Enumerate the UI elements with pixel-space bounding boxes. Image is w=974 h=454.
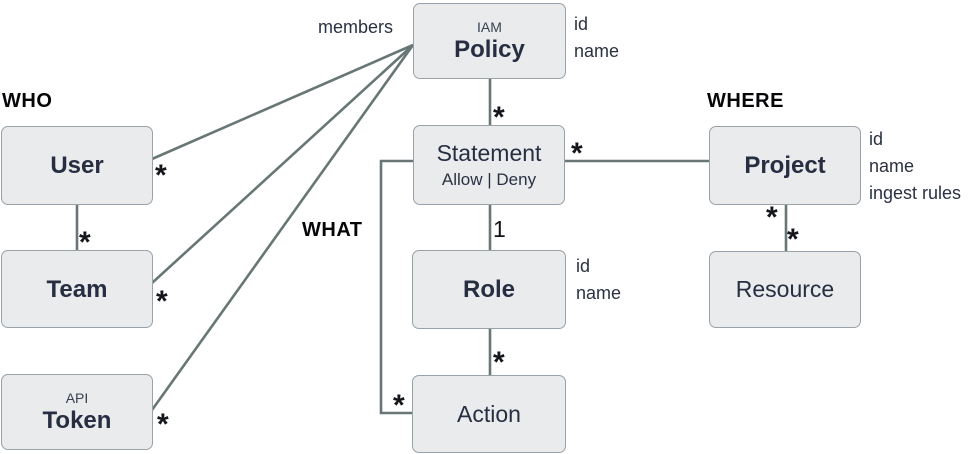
entity-team: Team: [1, 250, 153, 328]
entity-resource: Resource: [709, 251, 861, 328]
entity-action-name: Action: [457, 400, 521, 427]
entity-project: Project: [709, 126, 861, 205]
attribute: name: [576, 283, 622, 303]
entity-statement-name: Statement: [436, 140, 542, 166]
attribute: id: [869, 129, 884, 149]
edge-statement-action: [379, 159, 413, 415]
entity-user-name: User: [50, 152, 104, 179]
entity-policy-caption: IAM: [477, 19, 502, 35]
cardinality-statement-role: 1: [493, 216, 506, 242]
entity-policy: IAM Policy: [413, 3, 566, 79]
section-label-where: WHERE: [707, 90, 784, 112]
section-label-who: WHO: [2, 90, 53, 112]
entity-role-name: Role: [462, 276, 515, 303]
entity-token-name: Token: [42, 407, 112, 434]
entity-action: Action: [412, 375, 566, 453]
attribute: ingest rules: [869, 183, 962, 203]
cardinality-statement-project: *: [571, 137, 583, 170]
edge-policy-user: [151, 43, 414, 161]
cardinality-team-policy: *: [156, 285, 168, 318]
cardinality-role-action: *: [493, 346, 505, 379]
cardinality-user-policy: *: [155, 159, 167, 192]
entity-user: User: [1, 126, 153, 205]
cardinality-project-resource: *: [766, 201, 778, 234]
attribute: name: [574, 41, 620, 61]
entity-team-name: Team: [46, 275, 108, 303]
attribute: name: [869, 156, 915, 176]
policy-attributes: id name: [574, 11, 619, 65]
project-attributes: id name ingest rules: [869, 126, 961, 207]
entity-statement: Statement Allow | Deny: [413, 125, 565, 205]
attribute: id: [574, 14, 589, 34]
edge-policy-team: [151, 44, 414, 284]
entity-token: API Token: [1, 374, 153, 450]
entity-resource-name: Resource: [735, 276, 835, 302]
cardinality-token-policy: *: [157, 408, 169, 441]
cardinality-resource-project: *: [787, 223, 799, 256]
edge-policy-token: [150, 44, 415, 411]
entity-project-name: Project: [744, 152, 826, 179]
entity-token-caption: API: [65, 390, 89, 406]
members-edge-label: members: [318, 17, 394, 37]
section-label-what: WHAT: [302, 219, 363, 241]
attribute: id: [576, 256, 591, 276]
cardinality-user-team: *: [79, 226, 91, 259]
entity-policy-name: Policy: [454, 36, 525, 63]
role-attributes: id name: [576, 253, 621, 307]
cardinality-statement-action: *: [393, 389, 405, 422]
entity-statement-variants: Allow | Deny: [441, 170, 537, 189]
cardinality-policy-statement: *: [493, 101, 505, 134]
entity-role: Role: [412, 250, 566, 329]
